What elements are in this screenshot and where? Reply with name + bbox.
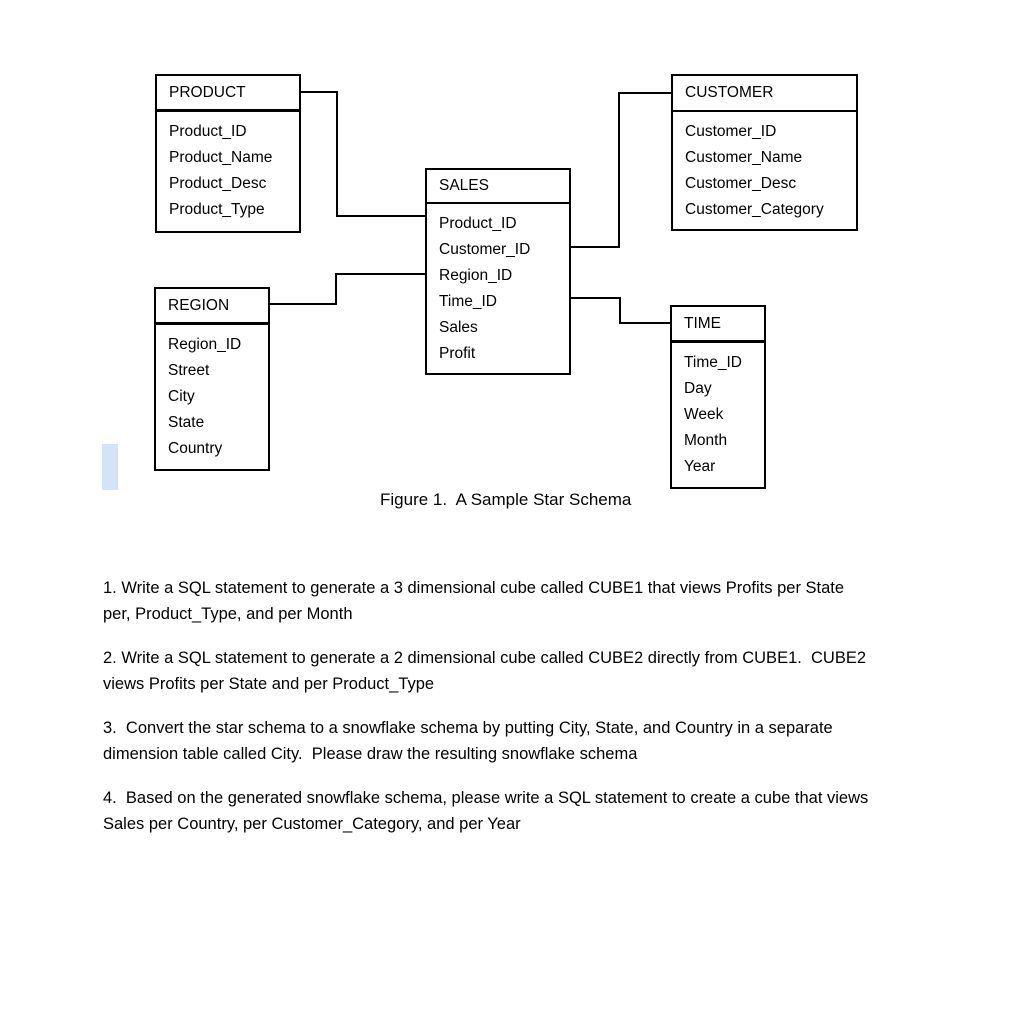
margin-highlight-artifact (102, 444, 118, 490)
entity-field: City (168, 388, 195, 405)
question-line: 2. Write a SQL statement to generate a 2… (103, 649, 867, 667)
connector-customer-sales (570, 92, 671, 248)
question-3: 3. Convert the star schema to a snowflak… (103, 715, 953, 767)
question-line: 3. Convert the star schema to a snowflak… (103, 719, 833, 737)
entity-field: Time_ID (439, 293, 497, 310)
connector-region-sales (269, 273, 425, 305)
question-line: Sales per Country, per Customer_Category… (103, 815, 521, 833)
question-line: 1. Write a SQL statement to generate a 3… (103, 579, 845, 597)
entity-field: Profit (439, 345, 476, 362)
entity-field: Year (684, 458, 716, 475)
entity-field: Product_Desc (169, 175, 267, 192)
connector-product-sales (300, 91, 425, 217)
entity-field: Product_ID (439, 215, 517, 232)
entity-field: Customer_Category (685, 201, 824, 218)
entity-field: State (168, 414, 205, 431)
entity-region-title: REGION (156, 289, 268, 325)
entity-field: Customer_ID (685, 123, 777, 140)
entity-field: Customer_Name (685, 149, 803, 166)
entity-field: Week (684, 406, 724, 423)
entity-customer-title: CUSTOMER (673, 76, 856, 112)
question-list: 1. Write a SQL statement to generate a 3… (103, 575, 953, 855)
entity-product-title: PRODUCT (157, 76, 299, 112)
entity-field: Month (684, 432, 728, 449)
question-line: per, Product_Type, and per Month (103, 605, 353, 623)
question-line: 4. Based on the generated snowflake sche… (103, 789, 869, 807)
entity-field: Time_ID (684, 354, 742, 371)
question-4: 4. Based on the generated snowflake sche… (103, 785, 953, 837)
entity-field: Region_ID (439, 267, 513, 284)
entity-field: Street (168, 362, 210, 379)
entity-field: Sales (439, 319, 478, 336)
entity-field: Product_Type (169, 201, 265, 218)
entity-field: Region_ID (168, 336, 242, 353)
entity-field: Customer_Desc (685, 175, 797, 192)
entity-sales-fields: Product_ID Customer_ID Region_ID Time_ID Sal… (427, 204, 569, 367)
figure-caption: Figure 1. A Sample Star Schema (380, 490, 632, 509)
entity-field: Country (168, 440, 223, 457)
entity-sales: SALES Product_ID Customer_ID Region_ID Time… (425, 168, 571, 375)
entity-field: Product_Name (169, 149, 273, 166)
question-1: 1. Write a SQL statement to generate a 3… (103, 575, 953, 627)
entity-time-title: TIME (672, 307, 764, 343)
question-line: dimension table called City. Please draw… (103, 745, 638, 763)
question-2: 2. Write a SQL statement to generate a 2… (103, 645, 953, 697)
question-line: views Profits per State and per Product_… (103, 675, 435, 693)
entity-field: Product_ID (169, 123, 247, 140)
entity-sales-title: SALES (427, 170, 569, 204)
connector-sales-time (570, 297, 670, 324)
entity-field: Customer_ID (439, 241, 531, 258)
entity-field: Day (684, 380, 712, 397)
